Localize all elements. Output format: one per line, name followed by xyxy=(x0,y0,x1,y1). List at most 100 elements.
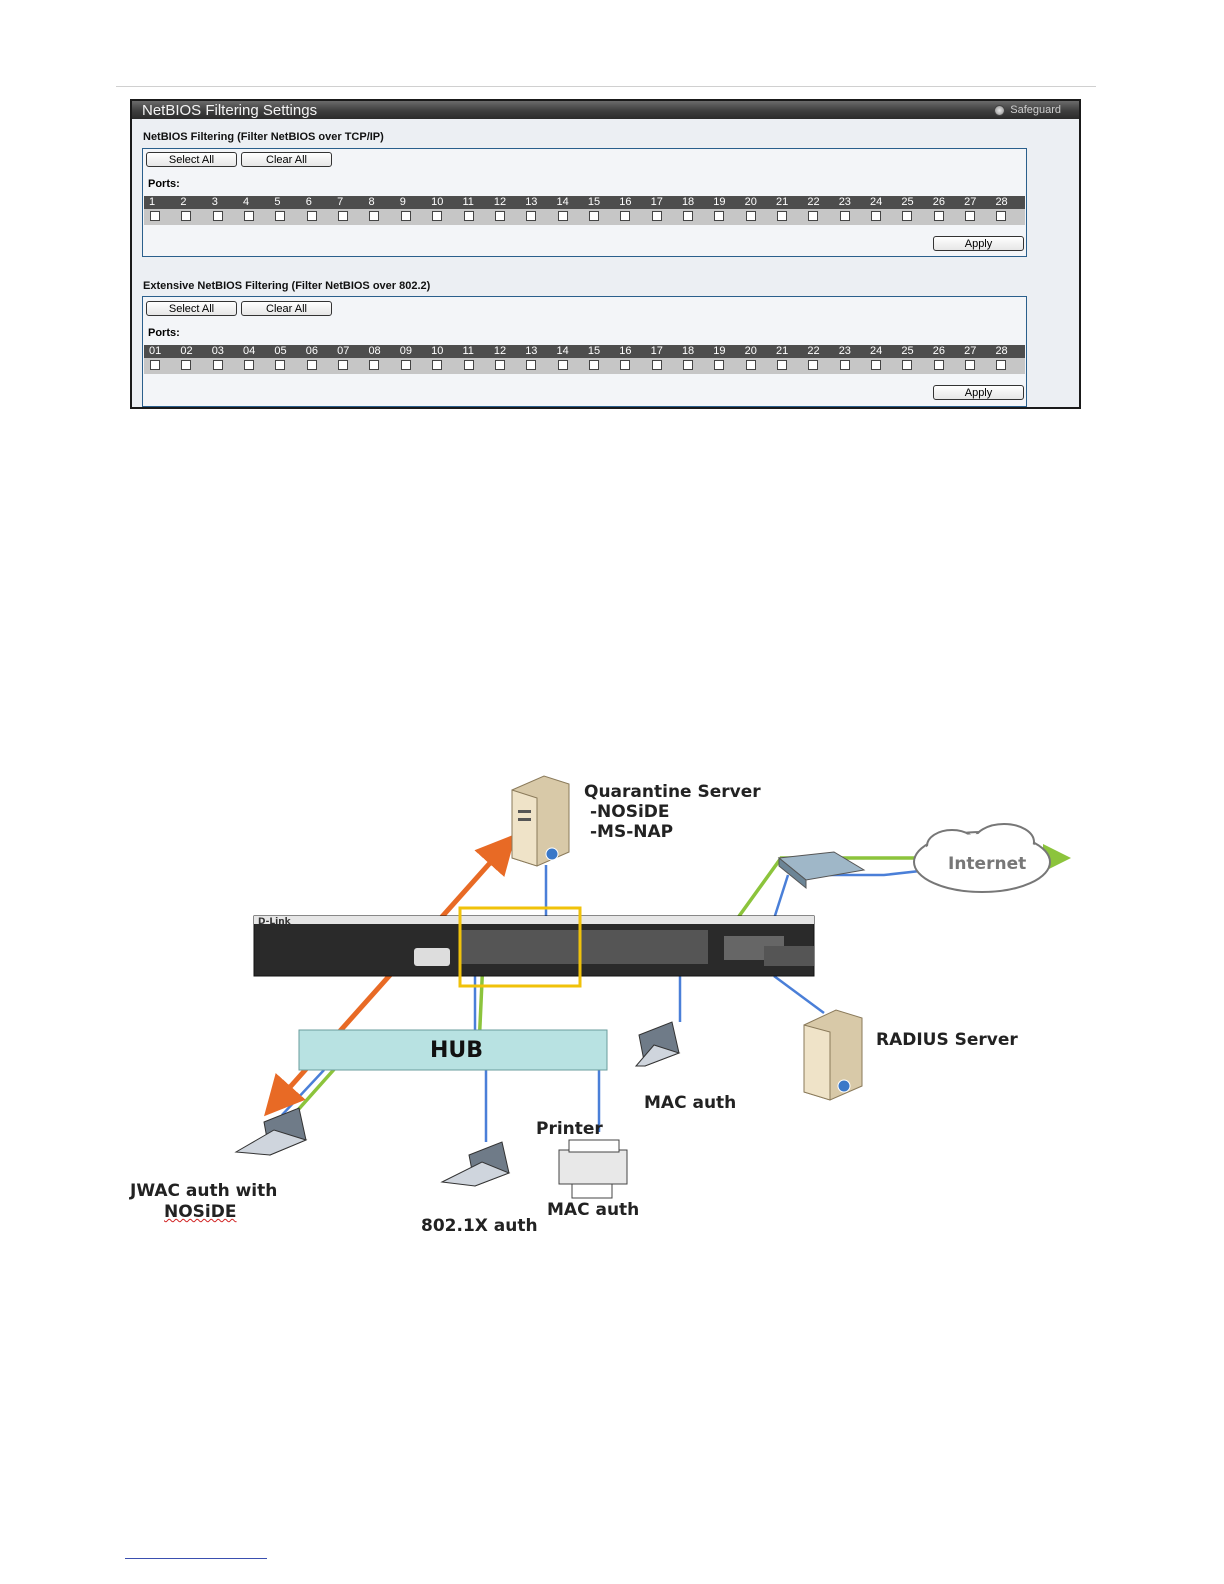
mac-auth-laptop-label: MAC auth xyxy=(644,1093,737,1113)
safeguard-indicator[interactable]: Safeguard xyxy=(994,104,1061,116)
port-checkbox-19[interactable] xyxy=(714,211,725,221)
port-number-17: 17 xyxy=(650,345,663,357)
port-checkbox-3[interactable] xyxy=(212,211,223,221)
laptop-icon xyxy=(440,1141,511,1187)
port-checkbox-7[interactable] xyxy=(338,211,349,221)
port-checkbox-8[interactable] xyxy=(369,360,380,370)
port-checkbox-28[interactable] xyxy=(996,360,1007,370)
port-checkbox-10[interactable] xyxy=(432,360,443,370)
port-number-20: 20 xyxy=(744,345,757,357)
port-checkbox-25[interactable] xyxy=(902,211,913,221)
port-checkbox-4[interactable] xyxy=(244,360,255,370)
port-checkbox-23[interactable] xyxy=(839,211,850,221)
port-checkbox-17[interactable] xyxy=(651,211,662,221)
port-number-7: 7 xyxy=(337,196,344,208)
port-checkbox-10[interactable] xyxy=(432,211,443,221)
port-checkbox-16[interactable] xyxy=(620,360,631,370)
port-number-16: 16 xyxy=(619,345,632,357)
port-checkbox-2[interactable] xyxy=(181,360,192,370)
port-checkbox-1[interactable] xyxy=(150,360,160,370)
port-checkbox-27[interactable] xyxy=(965,211,976,221)
ports-label: Ports: xyxy=(148,327,180,339)
port-checkbox-24[interactable] xyxy=(871,360,882,370)
panel-header: NetBIOS Filtering Settings Safeguard xyxy=(132,101,1079,119)
laptop-icon xyxy=(634,1021,681,1067)
port-checkbox-27[interactable] xyxy=(965,360,976,370)
port-number-1: 1 xyxy=(149,196,156,208)
apply-button[interactable]: Apply xyxy=(933,236,1024,251)
router-icon xyxy=(777,851,866,890)
port-checkbox-19[interactable] xyxy=(714,360,725,370)
select-all-button[interactable]: Select All xyxy=(146,152,237,167)
port-checkbox-17[interactable] xyxy=(651,360,662,370)
port-checkbox-15[interactable] xyxy=(588,211,599,221)
printer-icon xyxy=(558,1139,628,1199)
port-checkbox-23[interactable] xyxy=(839,360,850,370)
port-checkbox-22[interactable] xyxy=(808,211,819,221)
port-checkbox-12[interactable] xyxy=(494,360,505,370)
port-number-19: 19 xyxy=(713,196,726,208)
port-number-3: 3 xyxy=(211,196,218,208)
port-number-10: 10 xyxy=(431,345,444,357)
port-checkbox-9[interactable] xyxy=(400,360,411,370)
port-checkbox-18[interactable] xyxy=(682,360,693,370)
port-number-20: 20 xyxy=(744,196,757,208)
port-checkbox-11[interactable] xyxy=(463,211,474,221)
port-checkbox-28[interactable] xyxy=(996,211,1007,221)
clear-all-button[interactable]: Clear All xyxy=(241,301,332,316)
port-checkbox-15[interactable] xyxy=(588,360,599,370)
port-checkbox-6[interactable] xyxy=(306,211,317,221)
section-title-tcpip: NetBIOS Filtering (Filter NetBIOS over T… xyxy=(143,131,384,143)
port-number-8: 08 xyxy=(368,345,381,357)
port-number-12: 12 xyxy=(493,196,507,208)
port-number-26: 26 xyxy=(932,196,945,208)
port-checkbox-13[interactable] xyxy=(526,360,537,370)
network-diagram: Quarantine Server -NOSiDE -MS-NAP Intern… xyxy=(124,770,1100,1250)
quarantine-server-icon xyxy=(511,775,570,867)
port-number-5: 5 xyxy=(274,196,281,208)
port-checkbox-21[interactable] xyxy=(777,360,787,370)
port-number-9: 09 xyxy=(399,345,413,357)
port-checkbox-7[interactable] xyxy=(338,360,349,370)
port-checkbox-3[interactable] xyxy=(212,360,223,370)
port-number-10: 10 xyxy=(431,196,444,208)
safeguard-label: Safeguard xyxy=(1010,104,1061,116)
port-checkbox-5[interactable] xyxy=(275,211,286,221)
port-checkbox-14[interactable] xyxy=(557,360,568,370)
port-checkbox-12[interactable] xyxy=(494,211,505,221)
port-number-12: 12 xyxy=(493,345,507,357)
port-checkbox-24[interactable] xyxy=(871,211,882,221)
port-number-24: 24 xyxy=(870,196,883,208)
port-number-17: 17 xyxy=(650,196,663,208)
port-checkbox-14[interactable] xyxy=(557,211,568,221)
port-checkbox-22[interactable] xyxy=(808,360,819,370)
port-checkbox-26[interactable] xyxy=(933,360,944,370)
port-number-4: 04 xyxy=(243,345,256,357)
port-checkbox-18[interactable] xyxy=(682,211,693,221)
port-checkbox-20[interactable] xyxy=(745,360,756,370)
port-checkbox-5[interactable] xyxy=(275,360,286,370)
apply-button[interactable]: Apply xyxy=(933,385,1024,400)
port-checkbox-9[interactable] xyxy=(400,211,411,221)
port-checkbox-26[interactable] xyxy=(933,211,944,221)
port-number-21: 21 xyxy=(776,196,789,208)
port-checkbox-8[interactable] xyxy=(369,211,380,221)
port-checkbox-25[interactable] xyxy=(902,360,913,370)
port-checkbox-11[interactable] xyxy=(463,360,474,370)
port-number-22: 22 xyxy=(807,345,820,357)
port-number-24: 24 xyxy=(870,345,883,357)
port-checkbox-1[interactable] xyxy=(150,211,160,221)
port-checkbox-21[interactable] xyxy=(777,211,787,221)
port-checkbox-20[interactable] xyxy=(745,211,756,221)
port-number-1: 01 xyxy=(149,345,162,357)
printer-label: Printer xyxy=(536,1119,603,1139)
port-checkbox-6[interactable] xyxy=(306,360,317,370)
top-divider xyxy=(116,86,1096,87)
port-checkbox-2[interactable] xyxy=(181,211,192,221)
port-checkbox-16[interactable] xyxy=(620,211,631,221)
select-all-button[interactable]: Select All xyxy=(146,301,237,316)
port-checkbox-4[interactable] xyxy=(244,211,255,221)
port-checkbox-13[interactable] xyxy=(526,211,537,221)
clear-all-button[interactable]: Clear All xyxy=(241,152,332,167)
